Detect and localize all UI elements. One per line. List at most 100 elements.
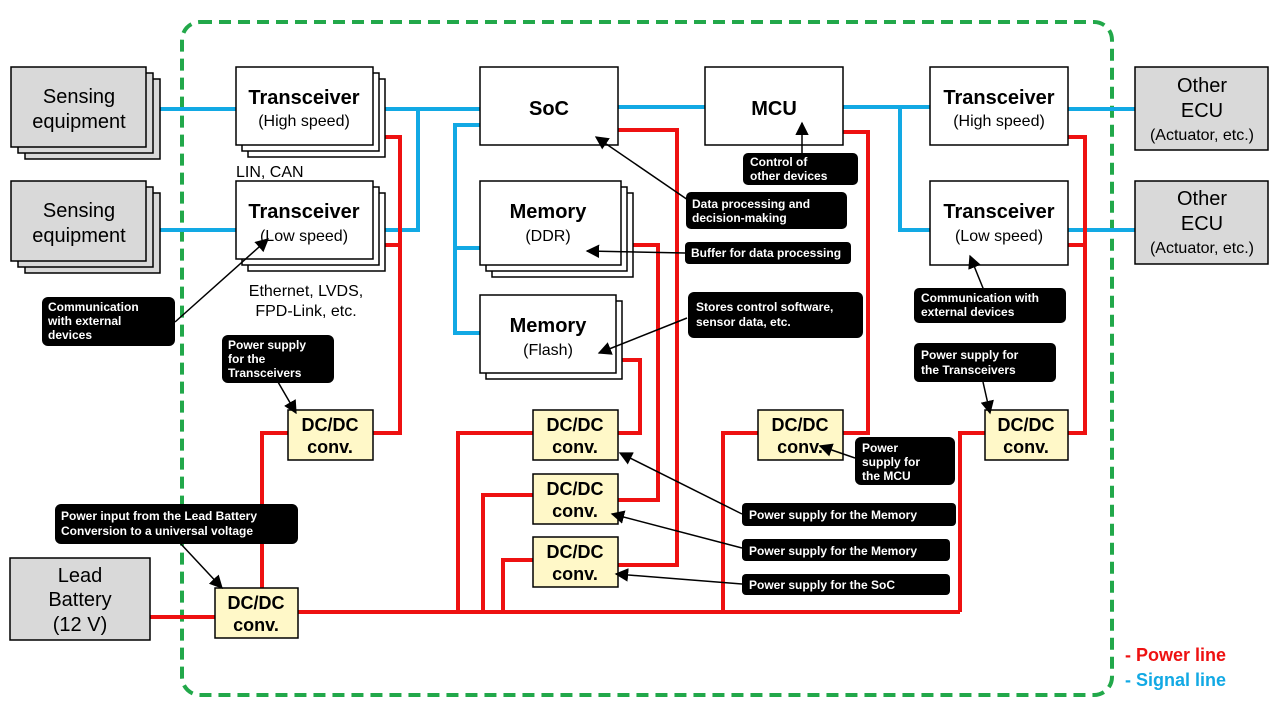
ecu-line1: Other <box>1177 75 1227 97</box>
ecu-line2: ECU <box>1181 100 1223 122</box>
svg-text:Power supply for: Power supply for <box>921 348 1019 362</box>
other-ecu-2: Other ECU (Actuator, etc.) <box>1134 180 1269 265</box>
svg-text:other devices: other devices <box>750 169 828 183</box>
legend: - Power line - Signal line <box>1125 645 1226 690</box>
sensing-equipment-1: Sensing equipment <box>10 66 161 160</box>
svg-text:Power supply for the Memory: Power supply for the Memory <box>749 508 917 522</box>
transceiver-right-high: Transceiver (High speed) <box>929 66 1069 146</box>
power-lines <box>150 128 1087 619</box>
svg-text:Buffer for data processing: Buffer for data processing <box>691 246 841 260</box>
svg-text:the Transceivers: the Transceivers <box>921 363 1016 377</box>
transceiver-sub: (Low speed) <box>955 228 1043 245</box>
memory-ddr-block: Memory (DDR) <box>479 180 634 278</box>
dcdc-line2: conv. <box>777 437 823 457</box>
svg-text:supply for: supply for <box>862 455 920 469</box>
callout-power-transceivers-right: Power supply for the Transceivers <box>914 343 1056 382</box>
ecu-line1: Other <box>1177 188 1227 210</box>
battery-line3: (12 V) <box>53 614 107 636</box>
svg-text:Stores control software,: Stores control software, <box>696 300 833 314</box>
soc-label: SoC <box>529 98 569 120</box>
memory-title: Memory <box>510 201 588 223</box>
other-ecu-1: Other ECU (Actuator, etc.) <box>1134 66 1269 151</box>
svg-text:Power supply for the SoC: Power supply for the SoC <box>749 578 895 592</box>
legend-power: - Power line <box>1125 645 1226 665</box>
transceiver-title: Transceiver <box>943 201 1054 223</box>
dcdc-line2: conv. <box>307 437 353 457</box>
transceiver-left-high: Transceiver (High speed) <box>235 66 386 158</box>
legend-signal: - Signal line <box>1125 670 1226 690</box>
dcdc-line1: DC/DC <box>547 479 604 499</box>
dcdc-transceivers-left: DC/DC conv. <box>287 409 374 461</box>
memory-sub: (Flash) <box>523 342 573 359</box>
dcdc-line2: conv. <box>552 437 598 457</box>
dcdc-transceivers-right: DC/DC conv. <box>984 409 1069 461</box>
ecu-line3: (Actuator, etc.) <box>1150 240 1254 257</box>
callout-arrows <box>174 121 994 589</box>
sensing-line1: Sensing <box>43 200 115 222</box>
svg-text:Power input from the Lead Batt: Power input from the Lead Battery <box>61 509 257 523</box>
memory-sub: (DDR) <box>525 228 570 245</box>
callout-stores-control: Stores control software, sensor data, et… <box>688 292 863 338</box>
protocol-ethernet-1: Ethernet, LVDS, <box>249 283 363 300</box>
dcdc-soc: DC/DC conv. <box>532 536 619 588</box>
transceiver-sub: (High speed) <box>953 113 1045 130</box>
svg-text:Data processing and: Data processing and <box>692 197 810 211</box>
transceiver-sub: (Low speed) <box>260 228 348 245</box>
callout-comm-external-right: Communication with external devices <box>914 288 1066 323</box>
dcdc-line1: DC/DC <box>998 415 1055 435</box>
dcdc-memory-flash: DC/DC conv. <box>532 409 619 461</box>
callout-power-memory-2: Power supply for the Memory <box>742 539 950 561</box>
callout-control-other: Control of other devices <box>743 153 858 185</box>
dcdc-mcu: DC/DC conv. <box>757 409 844 461</box>
callout-power-soc: Power supply for the SoC <box>742 574 950 595</box>
dcdc-line1: DC/DC <box>547 415 604 435</box>
svg-text:devices: devices <box>48 328 92 342</box>
dcdc-line1: DC/DC <box>228 593 285 613</box>
callout-power-mcu: Power supply for the MCU <box>855 437 955 485</box>
soc-block: SoC <box>479 66 619 146</box>
svg-text:sensor data, etc.: sensor data, etc. <box>696 315 791 329</box>
callout-comm-external-left: Communication with external devices <box>42 297 175 346</box>
memory-title: Memory <box>510 315 588 337</box>
svg-text:Communication with: Communication with <box>921 291 1039 305</box>
ecu-line2: ECU <box>1181 213 1223 235</box>
sensing-line2: equipment <box>32 225 126 247</box>
lead-battery: Lead Battery (12 V) <box>9 557 151 641</box>
dcdc-main: DC/DC conv. <box>214 587 299 639</box>
dcdc-line1: DC/DC <box>772 415 829 435</box>
ecu-line3: (Actuator, etc.) <box>1150 127 1254 144</box>
transceiver-title: Transceiver <box>943 87 1054 109</box>
dcdc-memory-ddr: DC/DC conv. <box>532 473 619 525</box>
svg-text:Power supply: Power supply <box>228 338 306 352</box>
svg-text:external devices: external devices <box>921 305 1015 319</box>
transceiver-sub: (High speed) <box>258 113 350 130</box>
protocol-ethernet-2: FPD-Link, etc. <box>255 303 356 320</box>
memory-flash-block: Memory (Flash) <box>479 294 623 380</box>
mcu-label: MCU <box>751 98 797 120</box>
battery-line1: Lead <box>58 565 103 587</box>
sensing-line2: equipment <box>32 111 126 133</box>
callout-power-memory-1: Power supply for the Memory <box>742 503 956 526</box>
callout-data-processing: Data processing and decision-making <box>686 192 847 229</box>
signal-lines <box>160 105 1135 335</box>
transceiver-left-low: Transceiver (Low speed) <box>235 180 386 272</box>
svg-text:for the: for the <box>228 352 266 366</box>
dcdc-line1: DC/DC <box>302 415 359 435</box>
dcdc-line2: conv. <box>233 615 279 635</box>
callout-buffer: Buffer for data processing <box>685 242 851 264</box>
battery-line2: Battery <box>48 589 111 611</box>
svg-text:Transceivers: Transceivers <box>228 366 302 380</box>
svg-text:Control of: Control of <box>750 155 808 169</box>
svg-text:Conversion to a universal volt: Conversion to a universal voltage <box>61 524 253 538</box>
protocol-lin-can: LIN, CAN <box>236 164 304 181</box>
callout-power-transceivers-left: Power supply for the Transceivers <box>222 335 334 383</box>
transceiver-right-low: Transceiver (Low speed) <box>929 180 1069 266</box>
dcdc-line2: conv. <box>552 501 598 521</box>
svg-text:Power supply for the Memory: Power supply for the Memory <box>749 544 917 558</box>
ecu-boundary <box>180 20 1114 697</box>
svg-text:Communication: Communication <box>48 300 139 314</box>
callout-power-input: Power input from the Lead Battery Conver… <box>55 504 298 544</box>
svg-text:decision-making: decision-making <box>692 211 787 225</box>
svg-text:with external: with external <box>47 314 121 328</box>
